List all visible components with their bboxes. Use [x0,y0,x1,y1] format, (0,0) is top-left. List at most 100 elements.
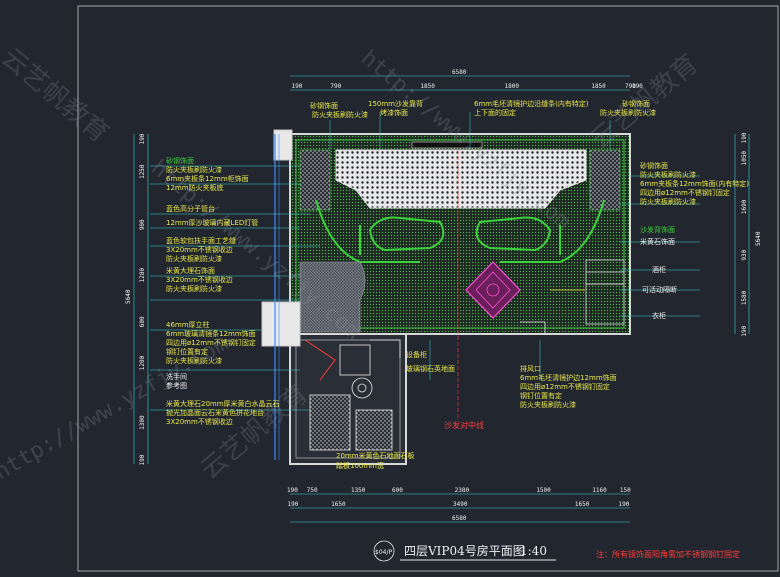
annotation-top: 防火夹板刷防火漆 [312,110,368,119]
annotation-left: 防火夹板刷防火漆 [166,356,222,365]
dimension-left-total: 5640 [125,289,132,304]
dimension-bottom: 1650 [331,501,346,508]
detail-callout [373,540,395,562]
annotation-right: 防火夹板刷防火漆 [640,170,696,179]
dimension-bottom: 190 [287,487,298,494]
dimension-top: 1850 [420,83,435,90]
dimension-left: 1300 [139,415,146,430]
dimension-right: 1580 [741,290,748,305]
dimension-top: 190 [632,83,643,90]
annotation-layer: 砂钢饰面防火夹板刷防火漆6mm夹板条12mm柜饰面12mm防火夹板底蓝色高分子管… [166,99,749,470]
right-wall-panel [589,149,621,211]
annotation-bottom: 钢钉位置有定 [520,391,562,400]
annotation-left: 防火夹板刷防火漆 [166,284,222,293]
annotation-left: 参考图 [166,381,187,390]
annotation-bottom: 20mm米黄色石地面石板 [336,451,415,460]
right-cabinets [520,259,625,335]
dimension-bottom-total: 6580 [452,515,467,522]
annotation-right: 6mm夹板条12mm饰面(内有特定) [640,179,749,188]
dimension-left: 1250 [139,164,146,179]
annotation-left: 钢钉位置有定 [166,347,208,356]
dimension-top: 790 [330,83,341,90]
annotation-left: 12mm防火夹板底 [166,183,224,192]
annotation-left: 46mm厚立柱 [166,320,210,329]
annotation-right: 衣柜 [652,311,666,320]
dimension-right: 1690 [741,199,748,214]
annotation-left: 12mm厚沙玻璃内藏LED灯管 [166,218,258,227]
dimension-right-total: 5640 [755,231,762,246]
annotation-right: 四边用ø12mm不锈钢钉固定 [640,188,730,197]
dimension-top: 1800 [505,83,520,90]
annotation-left: 四边用ø12mm不锈钢钉固定 [166,338,256,347]
annotation-bottom: 设备柜 [406,350,427,359]
annotation-bottom: 排风口 [520,364,541,373]
annotation-left: 6mm玻璃清镜条12mm饰面 [166,329,256,338]
annotation-top: 防火夹板刷防火漆 [600,108,656,117]
annotation-top: 砂钢饰面 [310,101,338,110]
sheet-border [77,5,779,572]
annotation-left: 砂钢饰面 [166,156,194,165]
general-note: 注：所有镜饰面阳角需加不锈钢钢钉固定 [596,549,740,559]
dimension-left: 1280 [139,267,146,282]
dimension-bottom: 1160 [592,487,607,494]
dimension-right: 1050 [741,151,748,166]
left-columns [261,129,301,460]
annotation-left: 抛光加晶面云石米黄色拼花地台 [166,408,264,417]
dimension-bottom: 190 [288,501,299,508]
dimension-bottom: 150 [620,487,631,494]
dimension-bottom: 3490 [453,501,468,508]
annotation-left: 防火夹板刷防火漆 [166,254,222,263]
dimension-bottom: 2380 [455,487,470,494]
dimension-left: 190 [139,454,146,465]
stone-floor-left [299,261,366,333]
annotation-left: 洗手间 [166,372,187,381]
annotation-left: 3X20mm不锈钢收边 [166,275,233,284]
annotation-bottom: 沙发对中线 [444,420,484,430]
annotation-bottom: 四边用ø12mm不锈钢钉固定 [520,382,610,391]
dimension-right: 190 [741,132,748,143]
annotation-top: 6mm毛坯清镜护边沿缝条(内有特定) [474,99,589,108]
annotation-top: 砂钢饰面 [622,99,650,108]
leader-lines [150,112,700,411]
dimension-top: 790 [625,83,636,90]
annotation-left: 3X20mm不锈钢收边 [166,417,233,426]
annotation-left: 6mm夹板条12mm柜饰面 [166,174,249,183]
coffee-table [465,261,521,319]
tv-wall [411,141,483,149]
annotation-right: 防火夹板刷防火漆 [640,197,696,206]
annotation-right: 米黄石饰面 [640,237,675,246]
top-sofa [335,149,587,209]
annotation-left: 3X20mm不锈钢收边 [166,245,233,254]
dimension-bottom: 190 [618,501,629,508]
drawing-scale: 1:40 [520,544,547,558]
annotation-bottom: 6mm毛坯清镜护边12mm饰面 [520,373,617,382]
dimension-left: 190 [139,133,146,144]
annotation-bottom: 踏板100mm宽 [336,461,384,470]
dimension-right: 930 [741,249,748,260]
dimension-lines [133,75,750,523]
annotation-left: 米黄大理石饰面 [166,266,215,275]
callout-label: $04/P [375,549,392,556]
annotation-top: 上下面的固定 [474,108,516,117]
watermark-brand: 云艺帆教育 [0,42,114,149]
dimension-right: 190 [741,325,748,336]
sofa-curves [315,199,605,263]
annotation-top: 烤漆饰面 [380,108,408,117]
dimension-left: 600 [139,316,146,327]
annotation-left: 防火夹板刷防火漆 [166,165,222,174]
annotation-right: 沙发背饰面 [640,225,675,234]
dimension-bottom: 750 [307,487,318,494]
annotation-bottom: 玻璃钢石英地面 [406,364,455,373]
dimension-left: 1200 [139,355,146,370]
dimension-top: 190 [292,83,303,90]
annotation-left: 蓝色高分子管台 [166,204,215,213]
annotation-left: 蓝色软包扶手面工艺缝 [166,236,236,245]
drawing-title: 四层VIP04号房平面图 [404,543,525,558]
dimension-top-total: 6580 [452,69,467,76]
dimension-top: 1850 [591,83,606,90]
title-block: $04/P 四层VIP04号房平面图 1:40 注：所有镜饰面阳角需加不锈钢钢钉… [373,540,740,562]
dimension-left: 900 [139,219,146,230]
